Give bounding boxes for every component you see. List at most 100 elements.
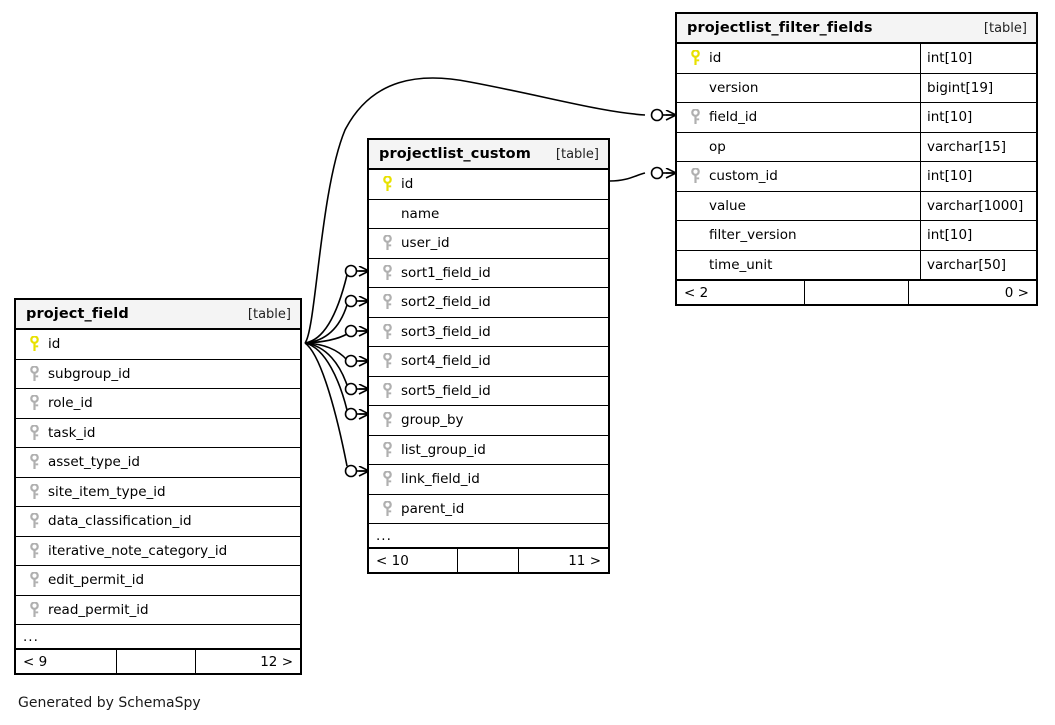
footer-parents-count[interactable]: < 9: [23, 653, 48, 670]
table-row[interactable]: sort3_field_id: [369, 317, 608, 347]
column-name-cell: sort3_field_id: [369, 318, 608, 347]
column-name-cell: asset_type_id: [16, 448, 300, 477]
foreign-key-icon: [377, 412, 397, 428]
table-row[interactable]: site_item_type_id: [16, 477, 300, 507]
table-row[interactable]: parent_id: [369, 494, 608, 524]
table-row[interactable]: role_id: [16, 389, 300, 419]
table-row[interactable]: sort5_field_id: [369, 376, 608, 406]
table-row[interactable]: list_group_id: [369, 435, 608, 465]
table-row[interactable]: asset_type_id: [16, 448, 300, 478]
foreign-key-icon: [377, 294, 397, 310]
foreign-key-icon: [377, 382, 397, 399]
table-header-project-field: project_field [table]: [16, 300, 300, 330]
footer-parents-count[interactable]: < 2: [684, 284, 709, 301]
column-name-cell: sort4_field_id: [369, 347, 608, 376]
table-row[interactable]: task_id: [16, 418, 300, 448]
column-label: sort3_field_id: [401, 323, 491, 340]
more-columns-indicator: ...: [16, 625, 300, 649]
table-row[interactable]: read_permit_id: [16, 595, 300, 625]
footer-children-count[interactable]: 12 >: [260, 653, 293, 670]
foreign-key-icon: [24, 542, 44, 559]
edge-linkfield: [304, 342, 348, 467]
foreign-key-icon: [24, 483, 44, 500]
table-tag: [table]: [983, 20, 1027, 36]
column-name-cell: version: [677, 74, 920, 103]
column-name-cell: list_group_id: [369, 436, 608, 465]
foreign-key-icon: [377, 471, 397, 487]
column-label: op: [709, 138, 726, 155]
foreign-key-icon: [377, 264, 397, 281]
foreign-key-icon: [24, 454, 44, 470]
column-label: parent_id: [401, 500, 465, 517]
table-row[interactable]: link_field_id: [369, 465, 608, 495]
edge-sort4: [304, 342, 348, 361]
table-row[interactable]: field_id int[10]: [677, 103, 1036, 133]
foreign-key-icon: [24, 572, 44, 588]
footer-middle: [116, 650, 196, 673]
table-row[interactable]: op varchar[15]: [677, 132, 1036, 162]
table-row[interactable]: edit_permit_id: [16, 566, 300, 596]
table-row[interactable]: user_id: [369, 229, 608, 259]
primary-key-icon: [685, 50, 705, 66]
footer-middle: [804, 281, 909, 304]
table-row[interactable]: id: [369, 170, 608, 200]
column-name-cell: role_id: [16, 389, 300, 418]
table-header-projectlist-custom: projectlist_custom [table]: [369, 140, 608, 170]
column-label: sort4_field_id: [401, 353, 491, 370]
footer-children-count[interactable]: 11 >: [568, 552, 601, 569]
column-name-cell: group_by: [369, 406, 608, 435]
table-projectlist-filter-fields[interactable]: projectlist_filter_fields [table] id int…: [675, 12, 1038, 306]
footer-middle: [457, 549, 519, 572]
table-row[interactable]: time_unit varchar[50]: [677, 250, 1036, 280]
table-row[interactable]: sort1_field_id: [369, 258, 608, 288]
table-project-field[interactable]: project_field [table] id subgroup_id: [14, 298, 302, 675]
footer-parents-count[interactable]: < 10: [376, 552, 409, 569]
table-tag: [table]: [247, 306, 291, 322]
edge-sort2: [304, 304, 348, 344]
column-type: bigint[19]: [920, 73, 1036, 102]
column-type: int[10]: [920, 44, 1036, 73]
table-row[interactable]: data_classification_id: [16, 507, 300, 537]
table-row[interactable]: id int[10]: [677, 44, 1036, 74]
table-rows-project-field: id subgroup_id role_id: [16, 330, 300, 673]
column-name-cell: id: [369, 170, 608, 199]
foreign-key-icon: [377, 441, 397, 458]
foreign-key-icon: [24, 601, 44, 618]
column-name-cell: value: [677, 192, 920, 221]
column-label: version: [709, 79, 759, 96]
column-name-cell: edit_permit_id: [16, 566, 300, 595]
column-label: sort1_field_id: [401, 264, 491, 281]
column-name-cell: id: [677, 44, 920, 73]
table-row[interactable]: sort4_field_id: [369, 347, 608, 377]
table-row[interactable]: iterative_note_category_id: [16, 536, 300, 566]
table-tag: [table]: [555, 146, 599, 162]
table-row[interactable]: subgroup_id: [16, 359, 300, 389]
table-row[interactable]: name: [369, 199, 608, 229]
column-name-cell: sort1_field_id: [369, 259, 608, 288]
column-label: filter_version: [709, 227, 797, 244]
table-row[interactable]: custom_id int[10]: [677, 162, 1036, 192]
table-row[interactable]: value varchar[1000]: [677, 191, 1036, 221]
column-name-cell: time_unit: [677, 251, 920, 280]
table-row[interactable]: group_by: [369, 406, 608, 436]
table-row[interactable]: filter_version int[10]: [677, 221, 1036, 251]
table-projectlist-custom[interactable]: projectlist_custom [table] id name: [367, 138, 610, 574]
edge-sort1: [304, 274, 348, 344]
table-footer-project-field: < 9 12 >: [16, 649, 300, 673]
table-row[interactable]: version bigint[19]: [677, 73, 1036, 103]
table-row[interactable]: sort2_field_id: [369, 288, 608, 318]
foreign-key-icon: [24, 365, 44, 382]
column-label: subgroup_id: [48, 365, 131, 382]
foreign-key-icon: [685, 168, 705, 184]
edge-groupby: [304, 342, 348, 411]
column-label: read_permit_id: [48, 601, 149, 618]
column-label: name: [401, 205, 440, 222]
table-title: projectlist_custom: [379, 146, 531, 162]
footer-children-count[interactable]: 0 >: [1004, 284, 1029, 301]
column-type: varchar[15]: [920, 132, 1036, 161]
table-row[interactable]: id: [16, 330, 300, 360]
column-type: int[10]: [920, 221, 1036, 250]
column-type: int[10]: [920, 162, 1036, 191]
column-label: id: [709, 50, 722, 67]
